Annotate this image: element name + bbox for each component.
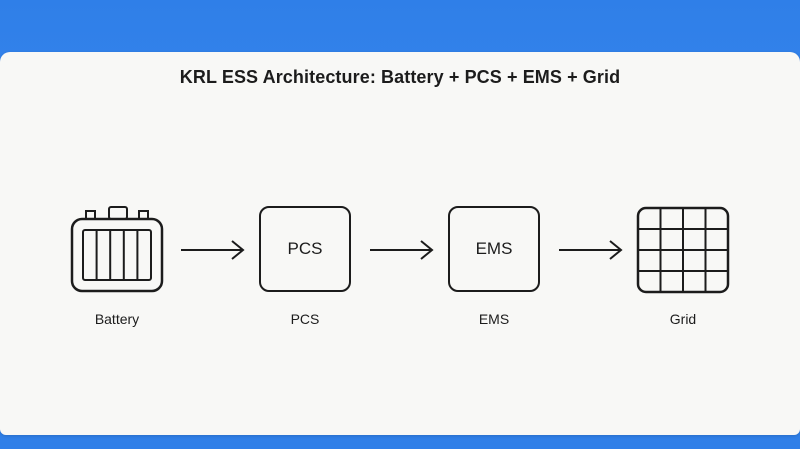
arrow-ems-to-grid bbox=[559, 240, 623, 260]
pcs-box-label: PCS bbox=[287, 239, 323, 258]
grid-node bbox=[636, 206, 730, 294]
pcs-node: PCS bbox=[259, 206, 351, 292]
grid-icon bbox=[636, 206, 730, 294]
battery-caption: Battery bbox=[94, 311, 140, 327]
arrow-battery-to-pcs bbox=[181, 240, 245, 260]
ems-box-label: EMS bbox=[475, 239, 513, 258]
battery-icon bbox=[70, 206, 164, 293]
diagram-card: KRL ESS Architecture: Battery + PCS + EM… bbox=[0, 52, 800, 435]
diagram-title: KRL ESS Architecture: Battery + PCS + EM… bbox=[179, 67, 621, 87]
ems-caption: EMS bbox=[478, 311, 510, 327]
battery-node bbox=[69, 206, 165, 294]
ems-node: EMS bbox=[448, 206, 540, 292]
grid-caption: Grid bbox=[669, 311, 697, 327]
pcs-caption: PCS bbox=[290, 311, 320, 327]
arrow-pcs-to-ems bbox=[370, 240, 434, 260]
